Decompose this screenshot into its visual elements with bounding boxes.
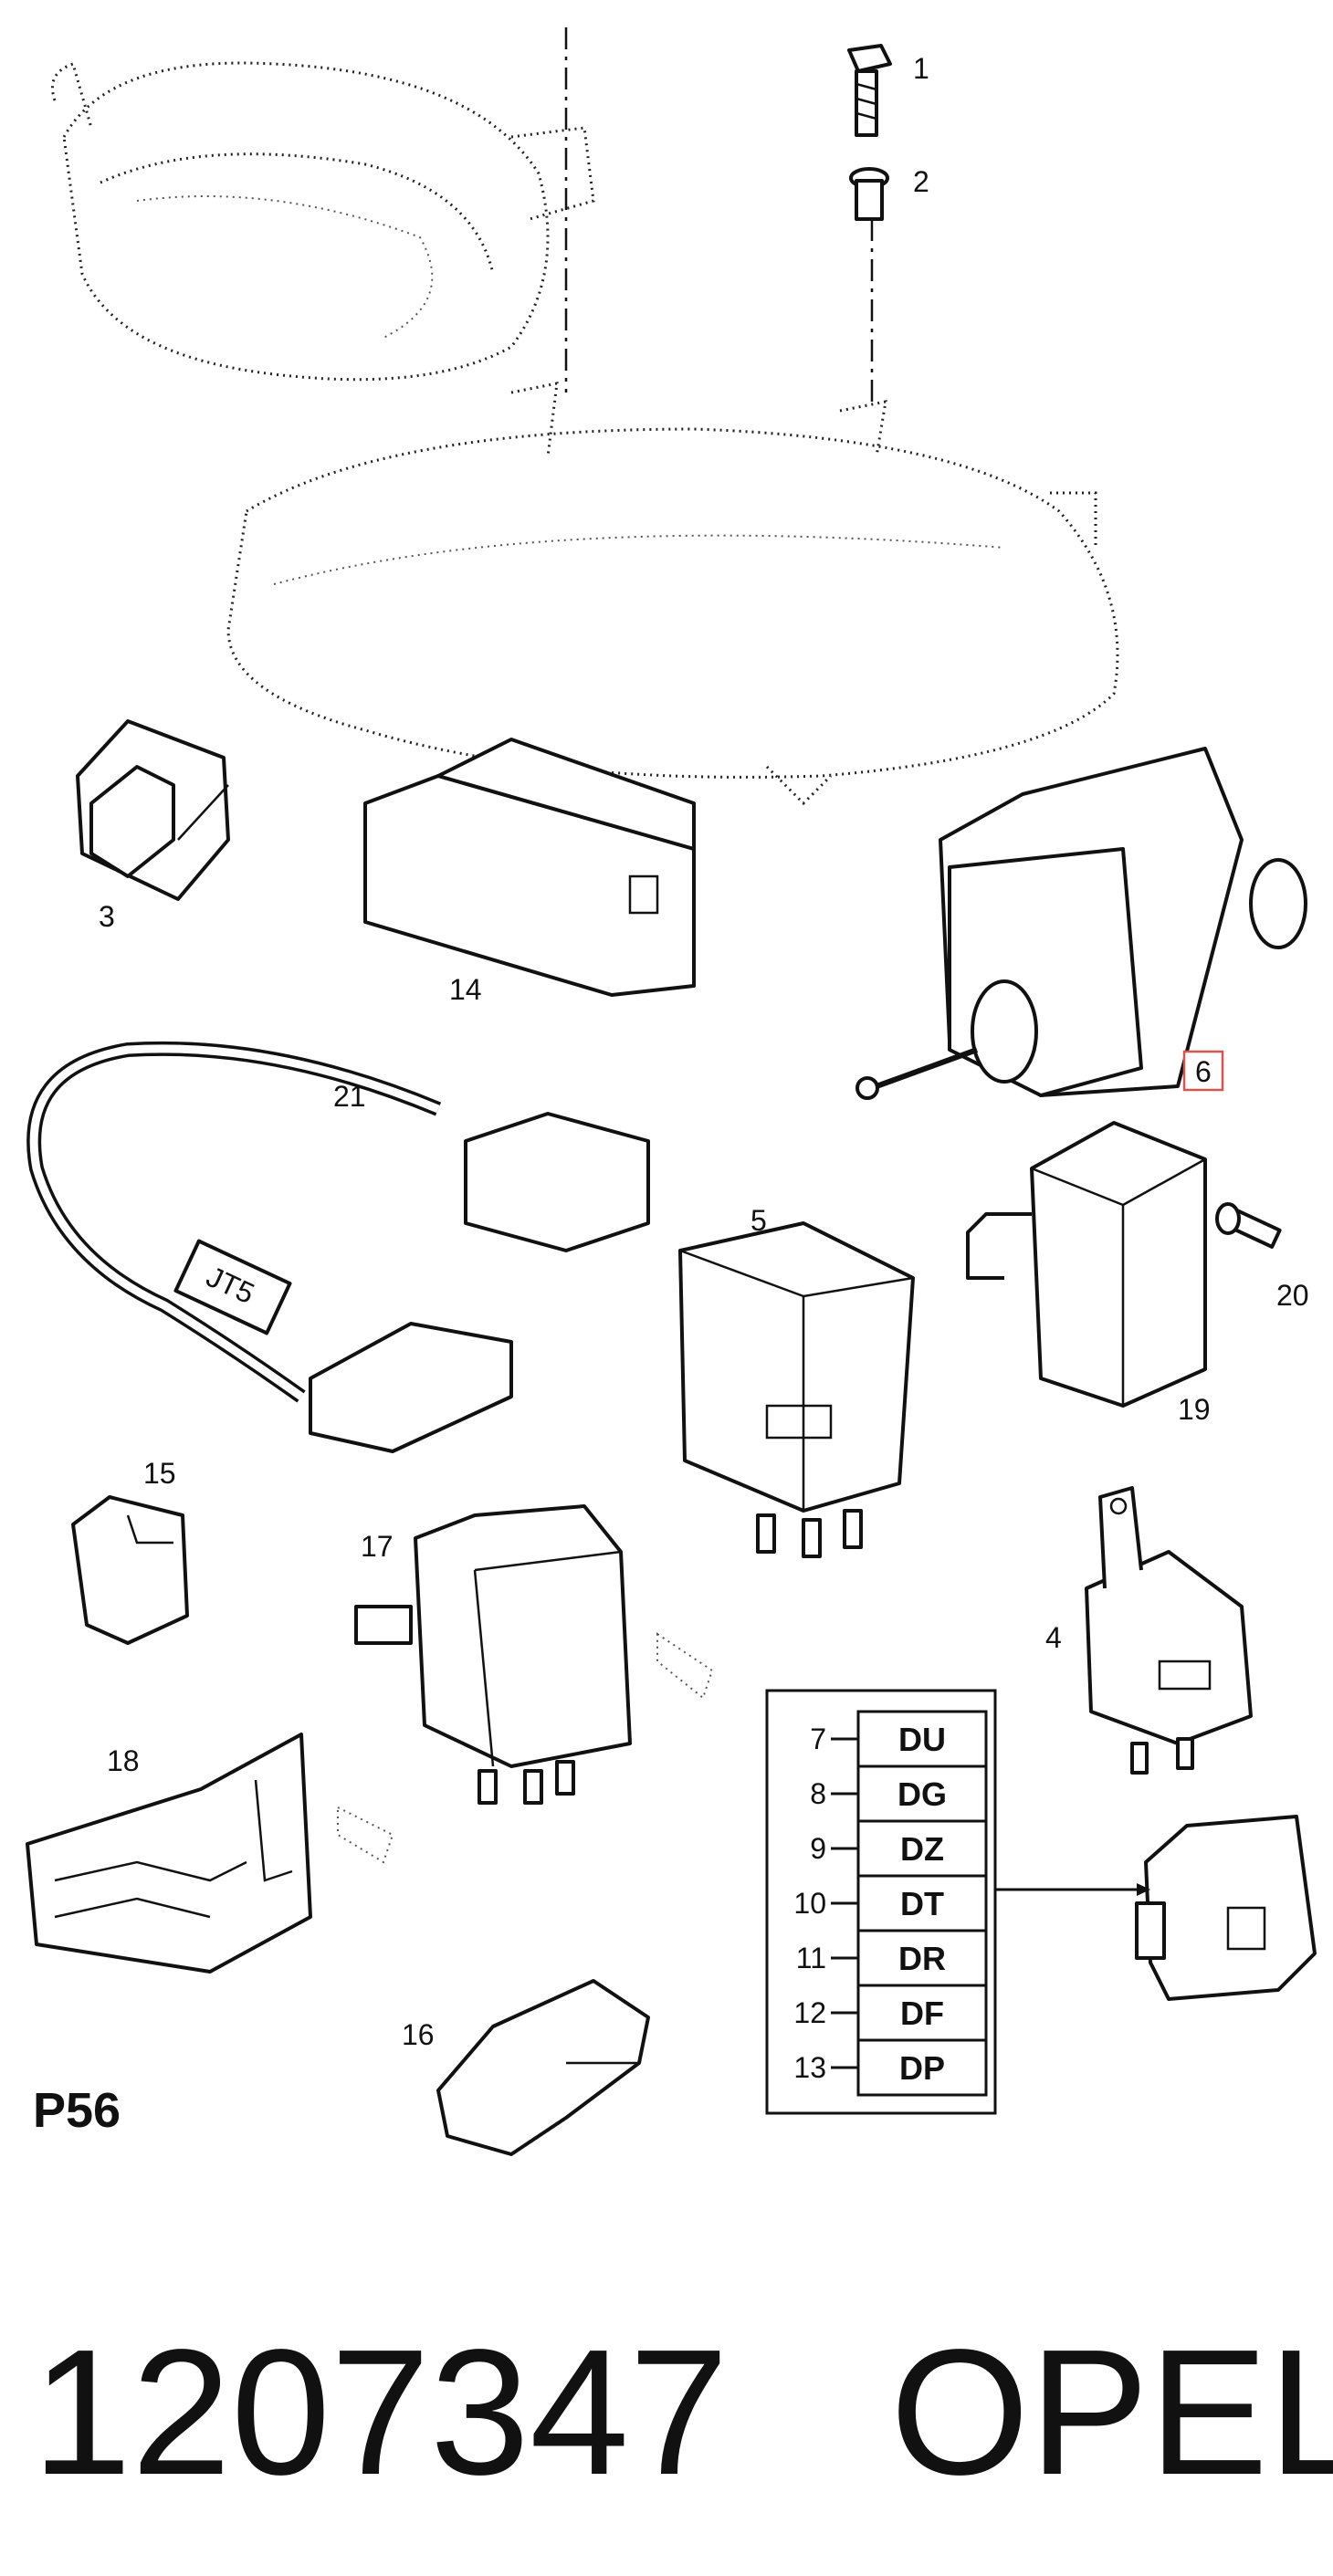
table-row-number: 9 xyxy=(810,1832,826,1865)
part-17-relay xyxy=(354,1504,632,1805)
light-switch-drawing xyxy=(1135,1815,1317,2001)
part-5-relay xyxy=(678,1221,915,1558)
part-3-bracket xyxy=(76,719,230,901)
callout-6: 6 xyxy=(1195,1055,1212,1088)
table-row-code: DF xyxy=(900,1995,944,2032)
callout-14: 14 xyxy=(449,973,482,1006)
fog-lamp-drawing xyxy=(51,61,595,382)
callout-4: 4 xyxy=(1045,1621,1062,1654)
part-18-bracket xyxy=(26,1733,312,1974)
callout-18: 18 xyxy=(107,1744,140,1777)
table-row-code: DZ xyxy=(900,1830,944,1868)
table-row-code: DR xyxy=(898,1940,946,1977)
part-2-clip xyxy=(849,167,889,221)
table-row-code: DP xyxy=(899,2049,945,2087)
headlamp-drawing xyxy=(226,382,1119,806)
part-16-clip xyxy=(71,1495,189,1645)
part-6-levelling-motor xyxy=(855,747,1307,1100)
table-row-number: 11 xyxy=(796,1942,826,1974)
faint-screw-a xyxy=(656,1632,714,1700)
callout-20: 20 xyxy=(1276,1279,1309,1312)
part-number: 1207347 xyxy=(32,2312,729,2512)
part-4-relay xyxy=(1085,1486,1253,1775)
switch-code-table: 7 DU 8 DG 9 DZ 10 DT 11 DR 12 DF 13 DP xyxy=(765,1689,997,2115)
faint-screw-b xyxy=(337,1806,394,1864)
table-row-number: 12 xyxy=(793,1996,826,2029)
switch-arrow-head xyxy=(1137,1883,1150,1896)
table-row-number: 7 xyxy=(810,1723,826,1755)
callout-16: 15 xyxy=(143,1457,176,1490)
callout-2: 2 xyxy=(913,165,929,198)
table-row-number: 8 xyxy=(810,1777,826,1810)
part-15-cap xyxy=(436,1979,650,2156)
callout-21: 21 xyxy=(333,1080,366,1113)
part-14-cover xyxy=(363,738,696,997)
table-row-code: DG xyxy=(897,1775,947,1813)
brand-name: OPEL xyxy=(890,2312,1333,2512)
callout-3: 3 xyxy=(99,900,115,933)
part-1-screw xyxy=(847,44,892,137)
callout-1: 1 xyxy=(913,52,929,85)
callout-19: 19 xyxy=(1178,1393,1211,1426)
table-row-code: DT xyxy=(900,1885,944,1922)
callout-6-highlight-box xyxy=(1182,1050,1224,1092)
table-row-number: 13 xyxy=(793,2051,826,2084)
callout-17: 17 xyxy=(361,1530,394,1563)
plate-code: P56 xyxy=(33,2083,121,2138)
callout-5: 5 xyxy=(750,1204,767,1237)
part-20-screw xyxy=(1215,1202,1282,1249)
table-row-code: DU xyxy=(898,1721,946,1758)
callout-15: 16 xyxy=(402,2018,435,2051)
part-19-relay xyxy=(966,1121,1207,1408)
table-row-number: 10 xyxy=(793,1887,826,1920)
part-21-harness: JT5 xyxy=(26,1041,650,1453)
